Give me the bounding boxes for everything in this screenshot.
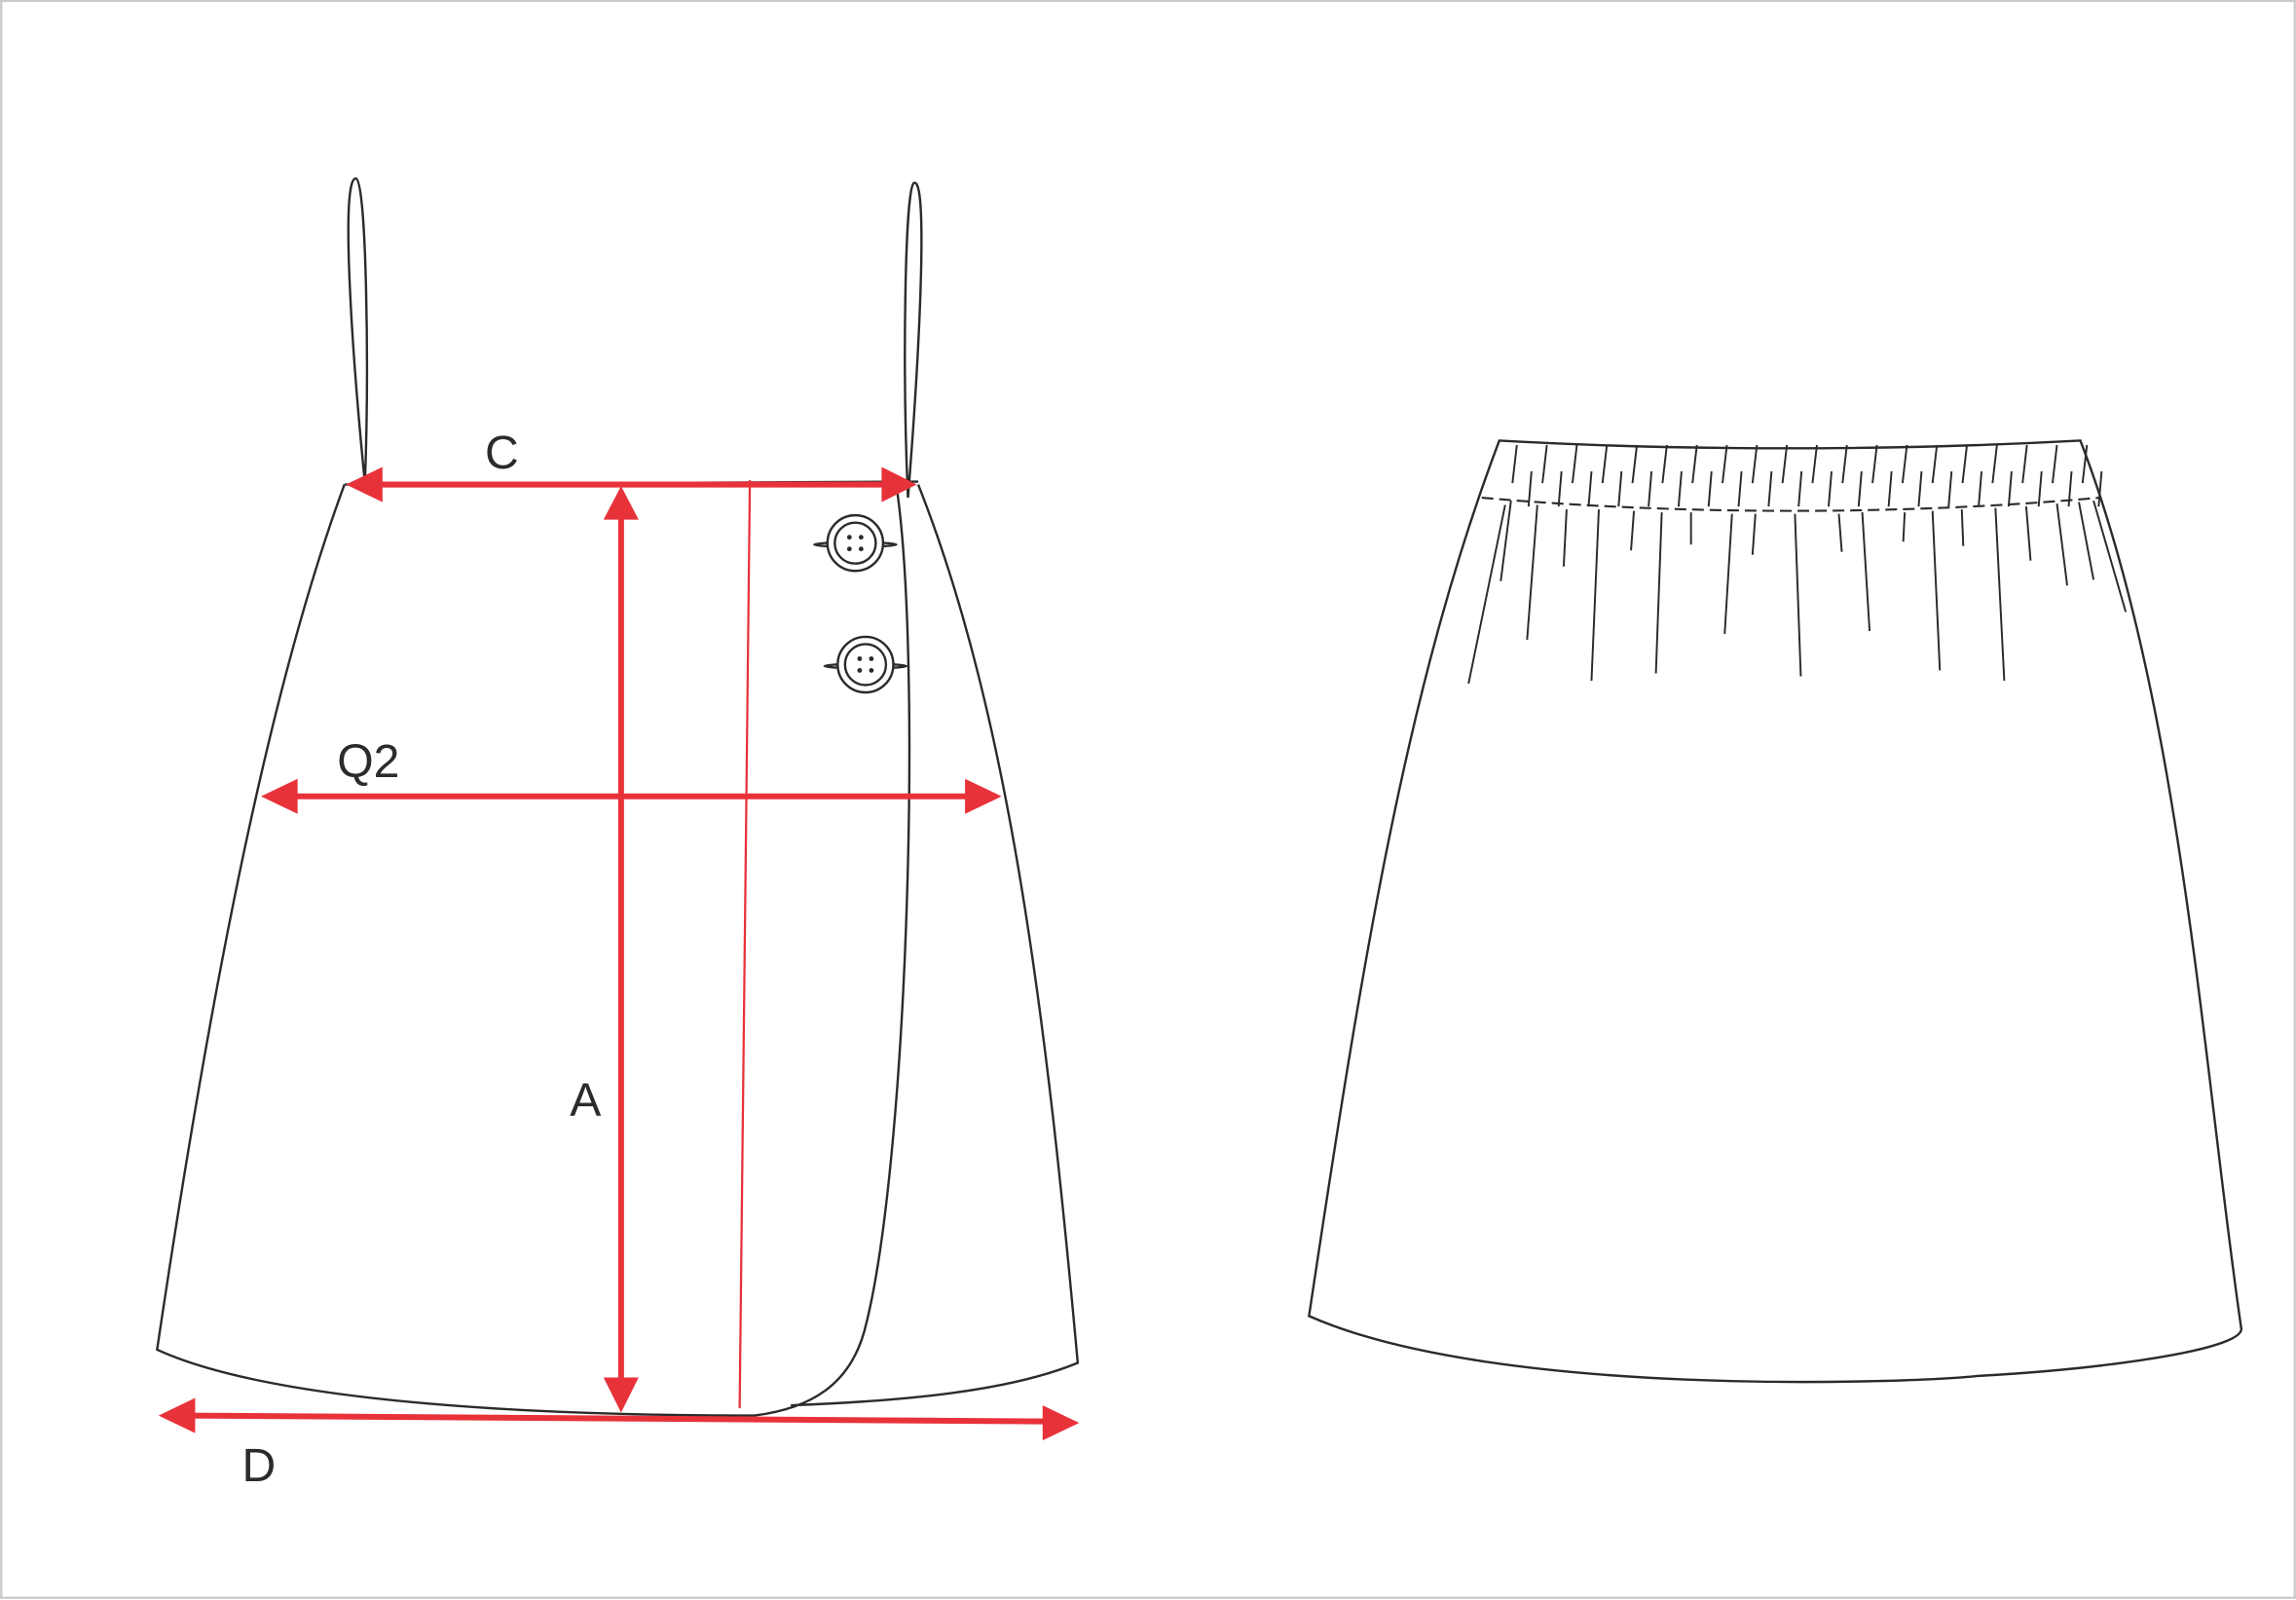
gather-line [1841,444,1848,484]
gather-line [1978,470,1983,507]
gather-line [1960,509,1965,546]
gather-line [1723,513,1733,634]
gather-line [2021,444,2028,484]
measure-hem: D [158,1397,1080,1492]
gather-line [1902,512,1907,542]
gather-lines [1467,444,2128,685]
gather-line [2024,506,2032,561]
gather-line [1751,444,1759,484]
gather-line [2037,470,2043,507]
gather-line [1917,470,1923,507]
gather-line [1931,444,1939,484]
button-bottom [823,635,908,694]
gather-line [2067,470,2073,507]
back-view [1308,439,2243,1384]
gather-line [1562,509,1568,567]
gather-line [1661,444,1668,484]
gather-line [1571,444,1578,484]
gather-line [1467,504,1506,685]
gather-line [1541,444,1548,484]
gather-line [1887,470,1893,507]
gather-line [2055,502,2068,586]
gather-line [1871,444,1878,484]
gather-line [1828,470,1833,507]
gather-line [1994,507,2006,682]
gather-line [2078,502,2095,580]
gather-line [1526,504,1538,640]
gather-line [2081,444,2089,484]
gather-line [1631,444,1639,484]
front-view: C Q2 A D [156,177,1080,1492]
gather-line [1722,444,1728,484]
center-front-line [738,480,752,1409]
gather-line [1511,444,1518,484]
gather-line [1601,444,1609,484]
gather-line [1861,512,1871,631]
gather-line [2007,470,2013,507]
label-hem: D [242,1439,277,1492]
measure-length: A [570,486,639,1413]
gather-line [1691,444,1698,484]
gather-line [1794,513,1802,677]
gather-line [1677,470,1683,507]
right-strap [904,181,923,499]
gather-line [1648,470,1653,507]
gather-line [1707,470,1713,507]
gather-line [1557,470,1563,507]
gather-line [1781,444,1789,484]
gather-line [1500,500,1512,581]
label-length: A [570,1073,601,1126]
elastic-stitch-line [1481,497,2100,512]
gather-line [1630,510,1636,551]
gather-line [1654,512,1663,674]
gather-line [1751,513,1757,555]
measure-waist: C [346,427,917,502]
gather-line [1617,470,1623,507]
gather-line [1901,444,1908,484]
gather-line [1587,470,1593,507]
left-strap [347,177,369,484]
gather-line [1857,470,1863,507]
back-skirt-outline [1308,439,2243,1384]
gather-line [1527,470,1533,507]
gather-line [2052,444,2058,484]
label-waist: C [485,427,519,479]
label-hip: Q2 [337,735,399,788]
gather-line [1767,470,1773,507]
gather-line [1961,444,1969,484]
gather-line [2097,470,2103,507]
gather-line [1797,470,1803,507]
gather-line [1737,470,1743,507]
measure-hip: Q2 [261,735,1002,814]
front-skirt-outline [156,484,1080,1417]
gather-line [1947,470,1953,507]
gather-line [2092,500,2128,613]
gather-line [1837,513,1843,552]
gather-line [1590,509,1600,682]
gather-line [1811,444,1818,484]
gather-line [1931,510,1942,671]
button-top [813,513,898,573]
gather-line [1991,444,1998,484]
